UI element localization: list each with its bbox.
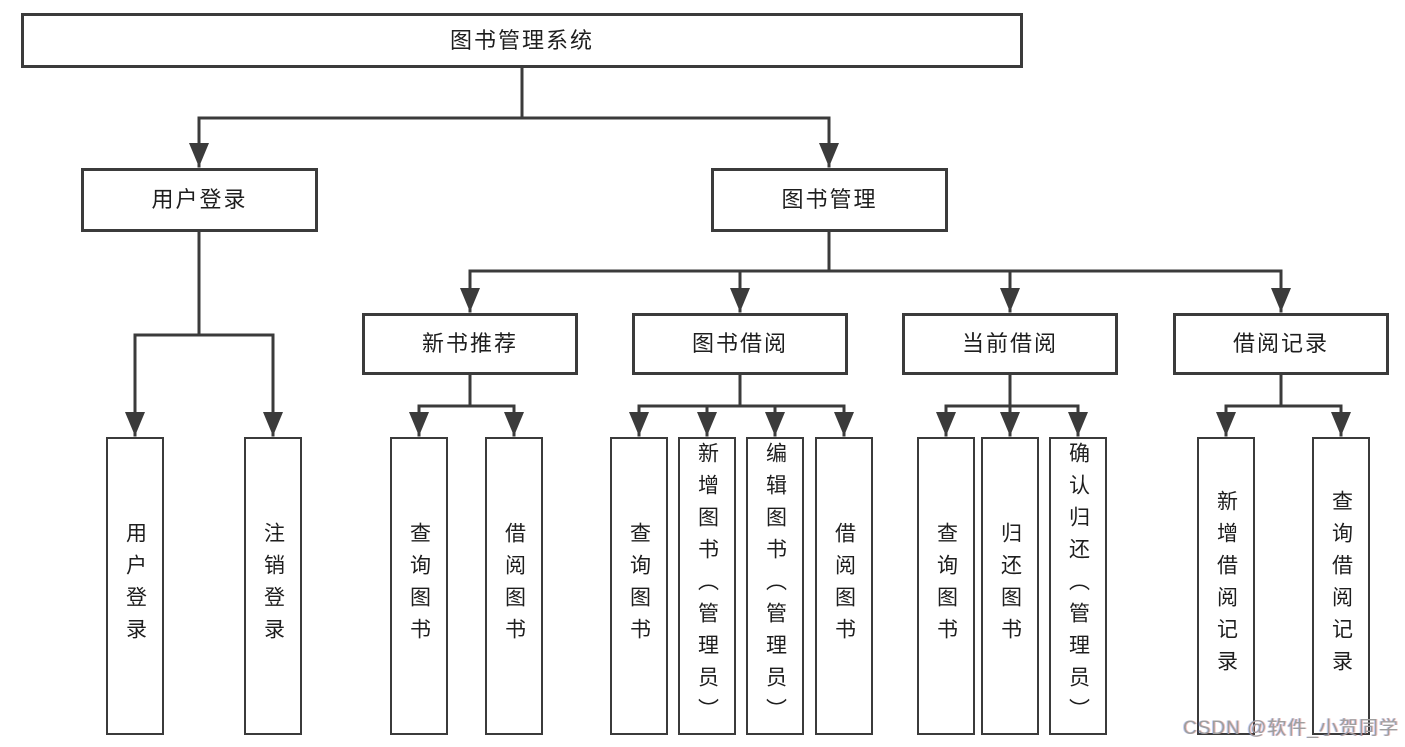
leaf-return-books: 归还图书 <box>981 437 1039 735</box>
node-borrowing-records: 借阅记录 <box>1173 313 1389 375</box>
leaf-confirm-return-admin: 确认归还（管理员） <box>1049 437 1107 735</box>
node-user-login: 用户登录 <box>81 168 318 232</box>
connector-book-borrowing-group <box>629 373 854 437</box>
node-book-borrowing: 图书借阅 <box>632 313 848 375</box>
leaf-logout: 注销登录 <box>244 437 302 735</box>
connector-new-book-recommendation-group <box>409 373 524 437</box>
connector-root-to-level2 <box>189 66 839 168</box>
leaf-add-books-admin: 新增图书（管理员） <box>678 437 736 735</box>
connector-book-management-to-level3 <box>460 230 1291 313</box>
node-library-management-system: 图书管理系统 <box>21 13 1023 68</box>
leaf-borrow-books: 借阅图书 <box>815 437 873 735</box>
node-book-management: 图书管理 <box>711 168 948 232</box>
leaf-query-borrow-record: 查询借阅记录 <box>1312 437 1370 735</box>
leaf-query-books-borrowing: 查询图书 <box>610 437 668 735</box>
leaf-borrow-books-recommend: 借阅图书 <box>485 437 543 735</box>
node-new-book-recommendation: 新书推荐 <box>362 313 578 375</box>
connector-borrowing-records-group <box>1216 373 1351 437</box>
node-current-borrowing: 当前借阅 <box>902 313 1118 375</box>
leaf-edit-books-admin: 编辑图书（管理员） <box>746 437 804 735</box>
connector-user-login-group <box>125 230 283 437</box>
connector-current-borrowing-group <box>936 373 1088 437</box>
leaf-query-books-recommend: 查询图书 <box>390 437 448 735</box>
leaf-add-borrow-record: 新增借阅记录 <box>1197 437 1255 735</box>
csdn-watermark: CSDN @软件_小贺同学 <box>1183 718 1399 739</box>
leaf-user-login: 用户登录 <box>106 437 164 735</box>
leaf-query-books-current: 查询图书 <box>917 437 975 735</box>
